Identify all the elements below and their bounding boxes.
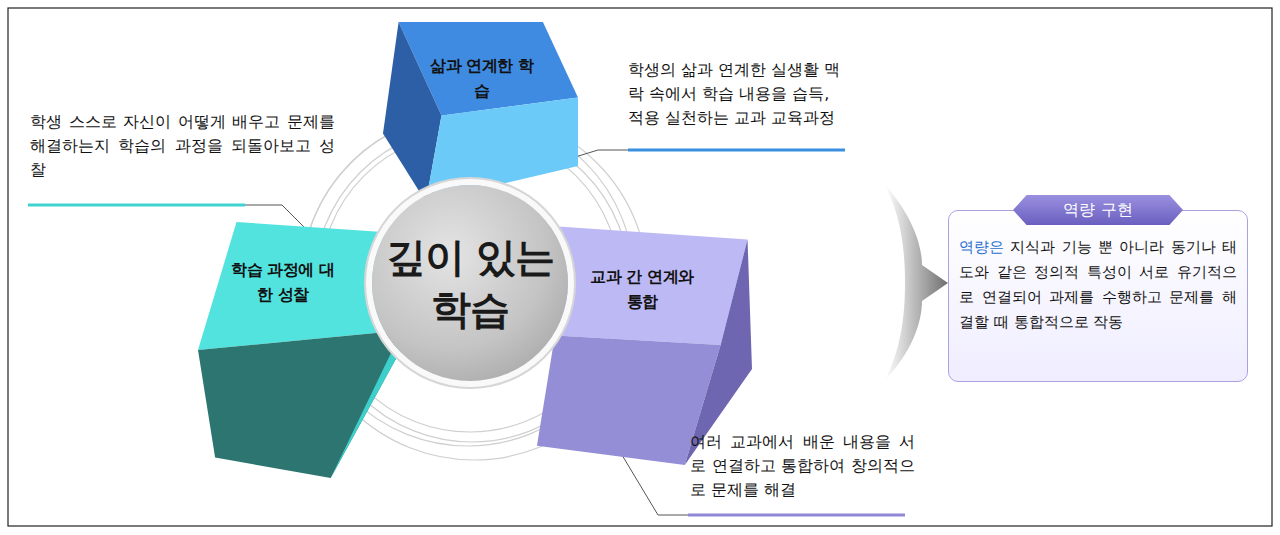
underline <box>688 514 905 517</box>
cube-label: 학습 과정에 대한 성찰 <box>228 258 338 308</box>
panel-tab: 역량 구현 <box>1013 195 1183 225</box>
description-block: 학생 스스로 자신이 어떻게 배우고 문제를 해결하는지 학습의 과정을 되돌아… <box>30 110 335 182</box>
cube-label: 교과 간 연계와 통합 <box>586 265 698 315</box>
leader-line <box>572 150 628 158</box>
center-circle: 깊이 있는 학습 <box>372 185 568 381</box>
description-text: 학생 스스로 자신이 어떻게 배우고 문제를 해결하는지 학습의 과정을 되돌아… <box>30 110 335 182</box>
cube-face <box>537 225 748 345</box>
big-arrow <box>885 185 948 380</box>
underline <box>28 204 245 207</box>
cube-face <box>685 239 752 465</box>
description-text: 학생의 삶과 연계한 실생활 맥락 속에서 학습 내용을 습득, 적용 실천하는… <box>628 58 850 130</box>
underline <box>628 149 845 152</box>
description-block: 여러 교과에서 배운 내용을 서로 연결하고 통합하여 창의적으로 문제를 해결 <box>690 430 915 502</box>
cube-label: 삶과 연계한 학습 <box>427 54 537 104</box>
description-text: 여러 교과에서 배운 내용을 서로 연결하고 통합하여 창의적으로 문제를 해결 <box>690 430 915 502</box>
capability-panel: 역량 구현역량은 지식과 기능 뿐 아니라 동기나 태도와 같은 정의적 특성이… <box>948 210 1248 382</box>
panel-body: 역량은 지식과 기능 뿐 아니라 동기나 태도와 같은 정의적 특성이 서로 유… <box>959 235 1237 335</box>
center-title: 깊이 있는 학습 <box>385 231 555 335</box>
description-block: 학생의 삶과 연계한 실생활 맥락 속에서 학습 내용을 습득, 적용 실천하는… <box>628 58 850 130</box>
cube-shape <box>383 22 578 202</box>
cube-box: 삶과 연계한 학습 <box>383 22 578 202</box>
cube-face <box>198 330 412 478</box>
outer-frame <box>8 8 1272 526</box>
